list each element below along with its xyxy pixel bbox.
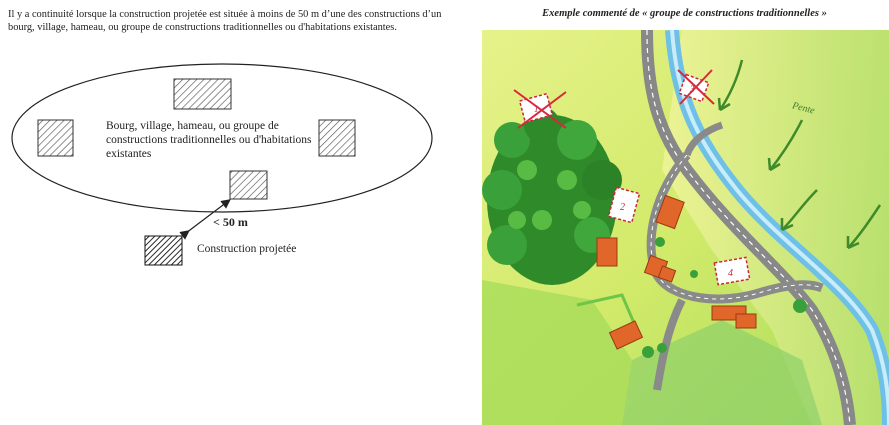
existing-building-edge xyxy=(229,170,268,200)
parcel-1-number: 1 xyxy=(534,104,539,114)
continuity-diagram xyxy=(11,63,433,266)
river-highlight xyxy=(670,30,889,425)
map-title: Exemple commenté de « groupe de construc… xyxy=(542,8,827,19)
field-boundary xyxy=(576,293,639,331)
slope-arrows xyxy=(717,59,882,250)
forest xyxy=(482,107,622,285)
village-street-loop-center xyxy=(650,154,823,300)
projected-construction-label: Construction projetée xyxy=(197,243,297,255)
houses xyxy=(596,194,757,350)
village-street-north xyxy=(683,121,724,157)
field-lower-middle xyxy=(622,320,822,425)
existing-building-right xyxy=(318,119,356,157)
field-lower-left xyxy=(482,280,632,425)
village-map: 1 2 3 4 xyxy=(482,30,889,425)
distance-arrow xyxy=(179,199,231,240)
parcel-3-number: 3 xyxy=(689,84,695,94)
parcel-1: 1 xyxy=(513,89,567,129)
parcel-4: 4 xyxy=(713,256,751,286)
ellipse-label: Bourg, village, hameau, ou groupe de con… xyxy=(106,120,312,160)
parcel-2: 2 xyxy=(607,186,641,224)
parcel-2-number: 2 xyxy=(620,202,625,213)
parcel-3: 3 xyxy=(677,69,715,105)
projected-building xyxy=(144,235,183,266)
existing-building-top xyxy=(173,78,232,110)
village-trees xyxy=(642,237,807,358)
road-centerline xyxy=(646,30,851,425)
existing-building-left xyxy=(37,119,74,157)
intro-paragraph: Il y a continuité lorsque la constructio… xyxy=(8,9,442,33)
parcel-4-number: 4 xyxy=(728,268,733,279)
distance-label: < 50 m xyxy=(213,215,248,229)
